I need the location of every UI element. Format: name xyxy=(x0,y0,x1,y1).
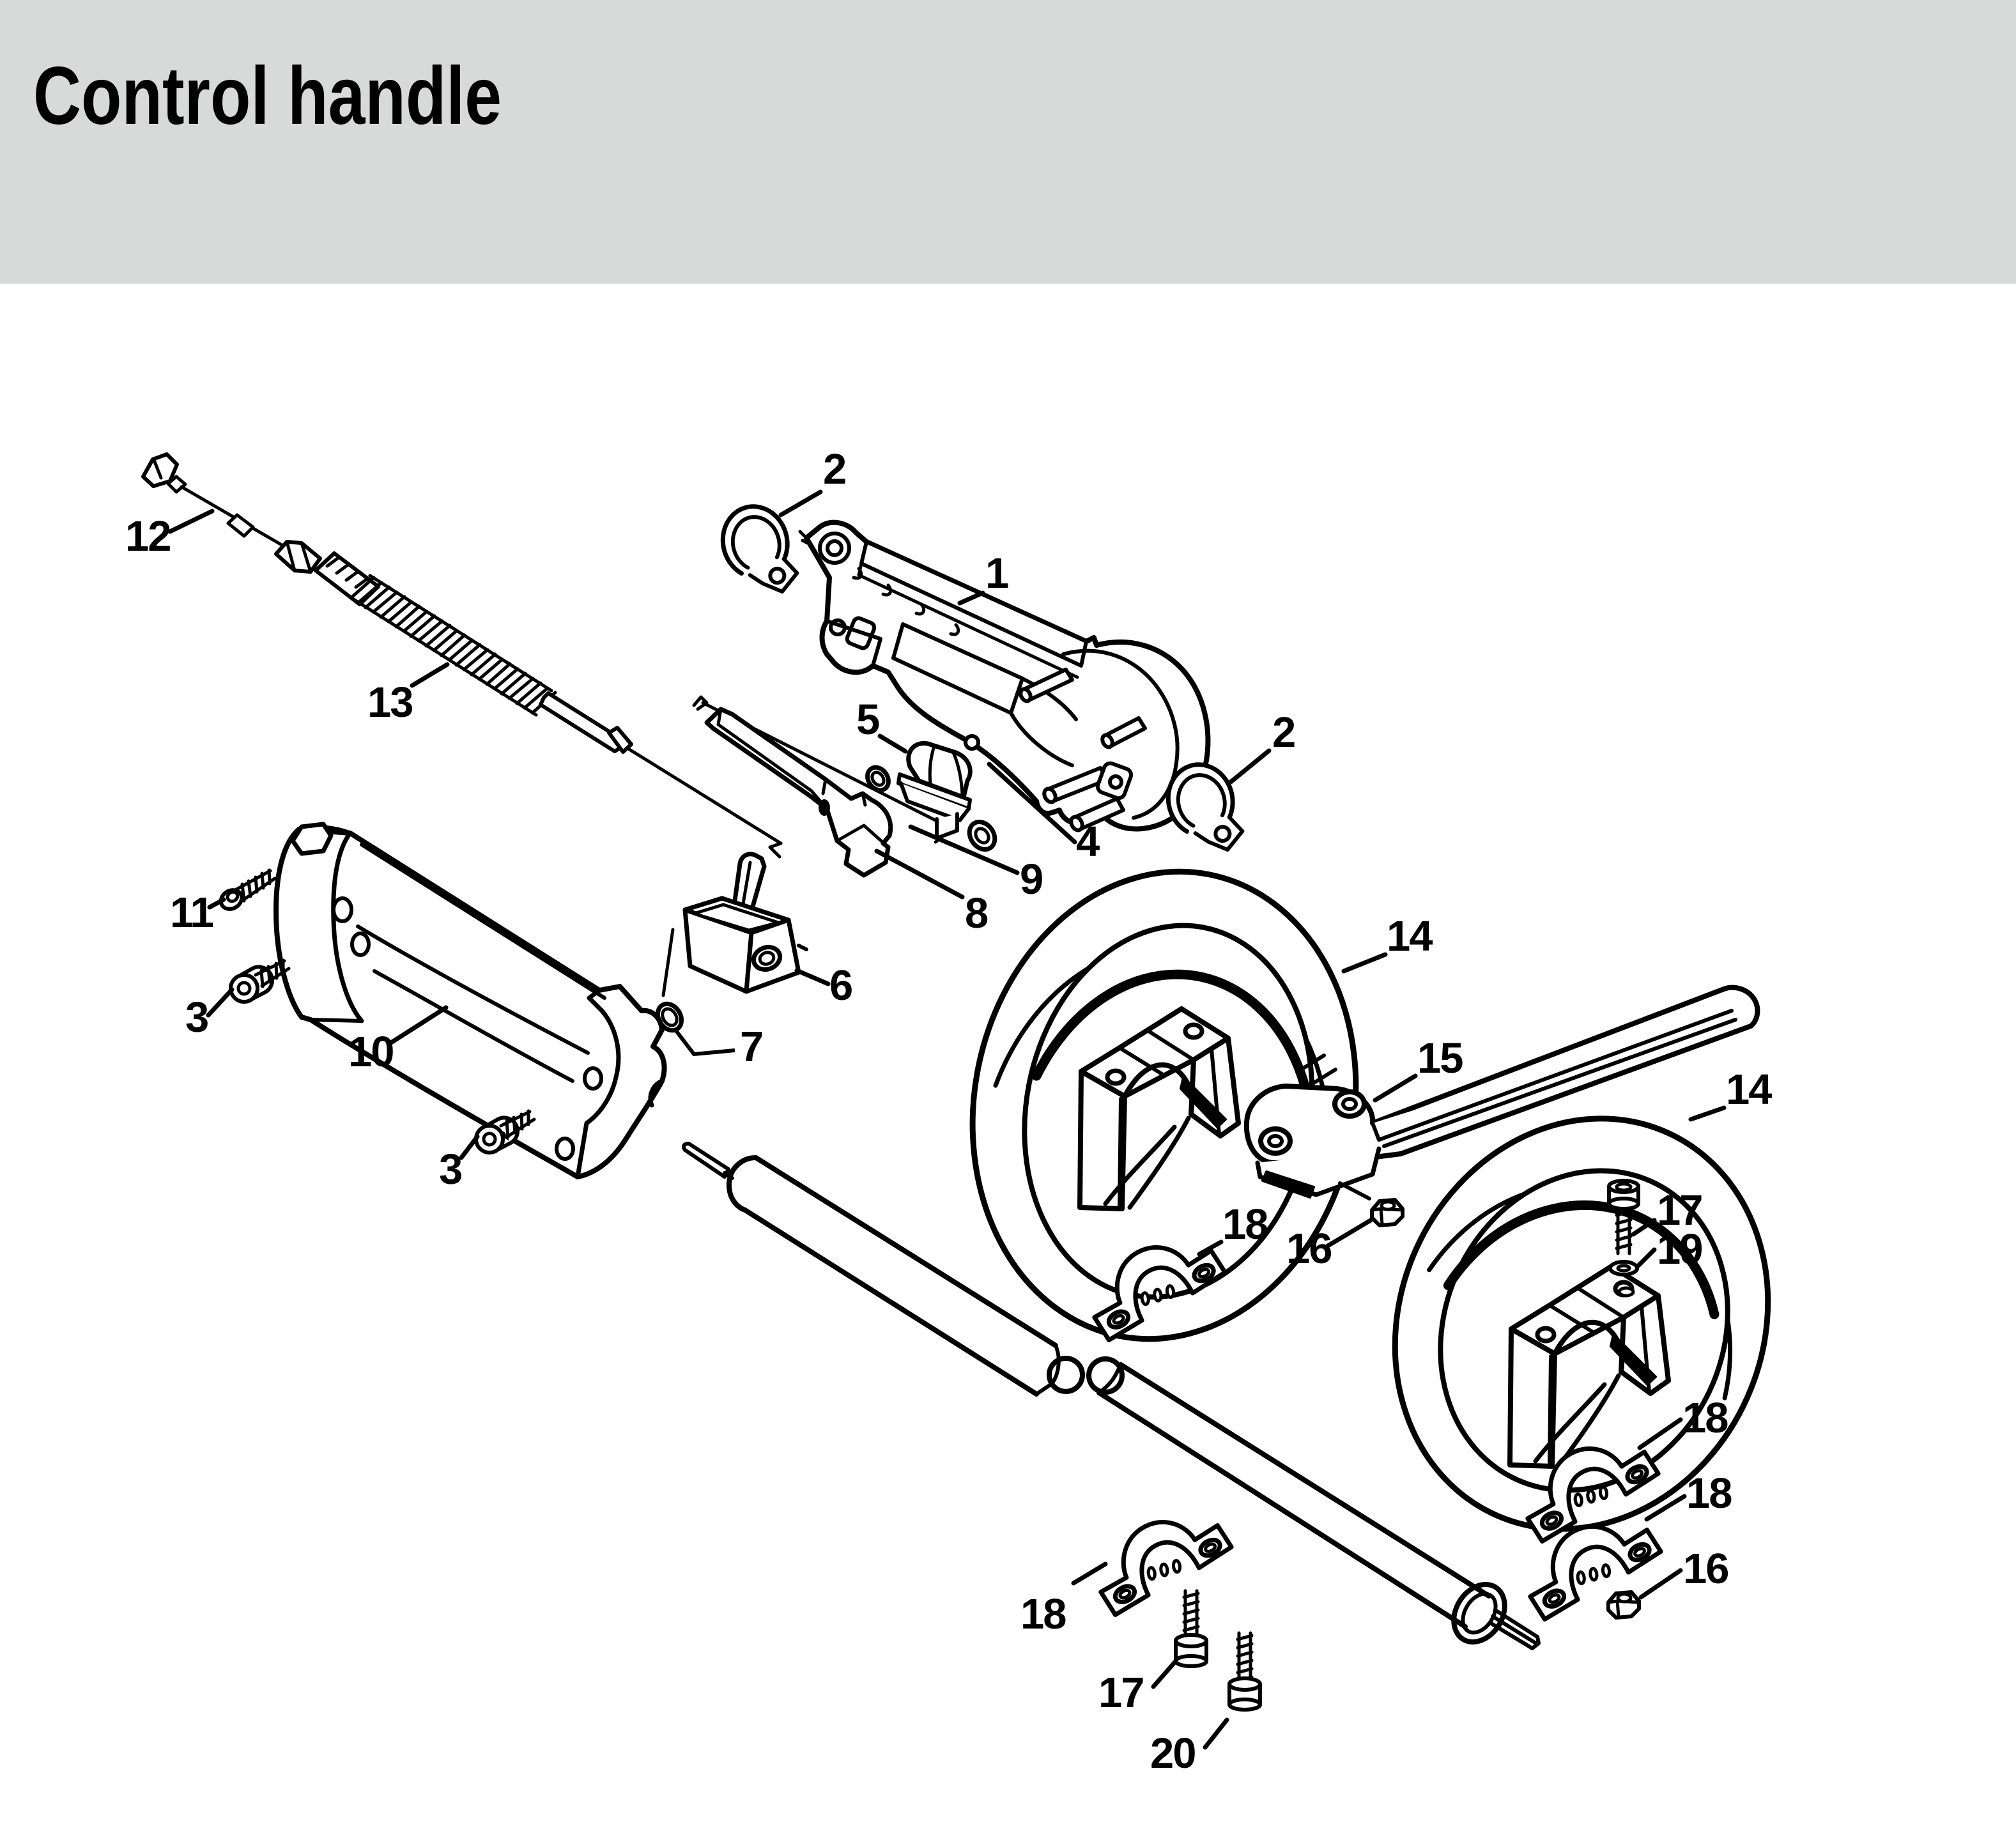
svg-text:20: 20 xyxy=(1150,1729,1196,1777)
svg-text:5: 5 xyxy=(856,696,879,744)
svg-text:3: 3 xyxy=(185,993,208,1041)
svg-text:11: 11 xyxy=(170,889,213,937)
svg-text:18: 18 xyxy=(1686,1469,1732,1517)
svg-text:14: 14 xyxy=(1387,912,1433,960)
svg-text:12: 12 xyxy=(125,512,171,560)
svg-text:9: 9 xyxy=(1020,855,1042,903)
svg-text:2: 2 xyxy=(1272,709,1295,756)
svg-text:18: 18 xyxy=(1020,1590,1066,1638)
svg-text:15: 15 xyxy=(1417,1034,1463,1082)
svg-text:4: 4 xyxy=(1076,818,1100,866)
svg-text:17: 17 xyxy=(1098,1669,1144,1717)
svg-text:18: 18 xyxy=(1682,1394,1728,1442)
svg-text:8: 8 xyxy=(965,889,988,937)
svg-text:14: 14 xyxy=(1726,1066,1772,1114)
svg-text:17: 17 xyxy=(1657,1186,1702,1234)
svg-text:2: 2 xyxy=(823,445,845,493)
svg-text:Control handle: Control handle xyxy=(33,50,502,142)
svg-text:7: 7 xyxy=(740,1023,762,1071)
svg-text:3: 3 xyxy=(439,1146,461,1193)
svg-text:6: 6 xyxy=(829,962,852,1009)
svg-text:16: 16 xyxy=(1683,1545,1728,1593)
svg-text:16: 16 xyxy=(1286,1225,1332,1273)
svg-text:10: 10 xyxy=(348,1028,394,1076)
svg-text:19: 19 xyxy=(1657,1225,1702,1273)
svg-text:1: 1 xyxy=(985,549,1008,597)
svg-text:13: 13 xyxy=(367,678,413,726)
svg-text:18: 18 xyxy=(1222,1200,1268,1248)
